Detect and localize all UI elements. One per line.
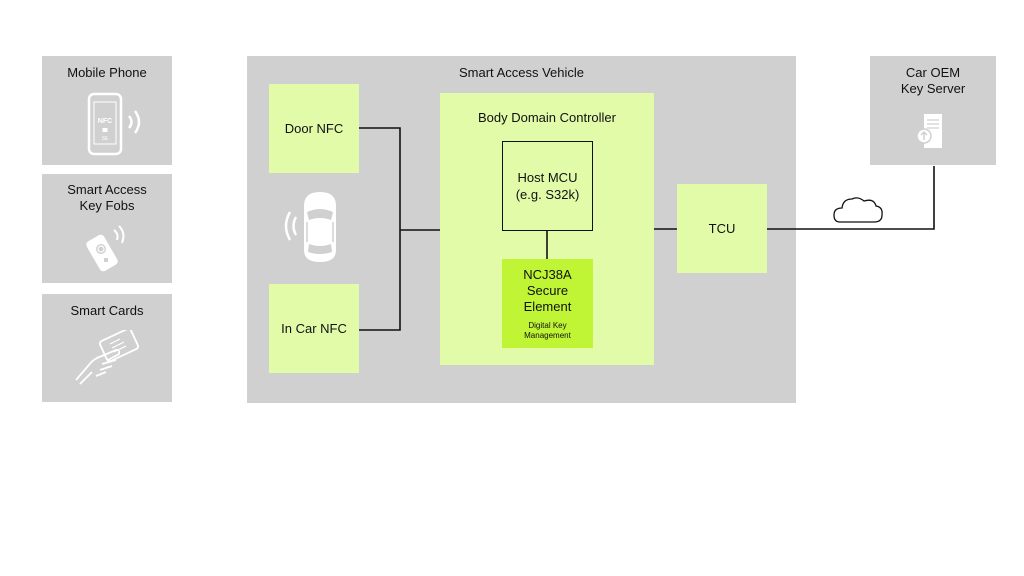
in-car-nfc-box: In Car NFC bbox=[269, 284, 359, 373]
key-server-icon bbox=[916, 114, 942, 148]
key-fobs-panel: Smart Access Key Fobs bbox=[42, 174, 172, 283]
host-mcu-label: Host MCU bbox=[517, 170, 578, 185]
key-fobs-title-line2: Key Fobs bbox=[79, 198, 135, 213]
door-nfc-label: Door NFC bbox=[284, 120, 344, 136]
se-line2: Secure bbox=[526, 282, 569, 298]
mobile-phone-panel: Mobile Phone NFC SE bbox=[42, 56, 172, 165]
key-fob-icon bbox=[86, 225, 125, 272]
svg-text:NFC: NFC bbox=[98, 118, 112, 125]
se-sub2: Management bbox=[524, 330, 571, 340]
nfc-phone-icon: NFC SE bbox=[87, 92, 141, 156]
smart-cards-title: Smart Cards bbox=[70, 303, 144, 318]
host-mcu-box: Host MCU (e.g. S32k) bbox=[502, 141, 593, 231]
vehicle-title: Smart Access Vehicle bbox=[459, 65, 584, 80]
host-mcu-example: (e.g. S32k) bbox=[515, 187, 580, 202]
smart-cards-panel: Smart Cards bbox=[42, 294, 172, 402]
tcu-label: TCU bbox=[708, 220, 736, 236]
key-server-panel: Car OEM Key Server bbox=[870, 56, 996, 165]
cloud-icon bbox=[833, 197, 883, 223]
se-sub1: Digital Key bbox=[528, 320, 567, 330]
bdc-title: Body Domain Controller bbox=[477, 110, 616, 125]
se-line1: NCJ38A bbox=[523, 266, 572, 282]
key-server-title-line2: Key Server bbox=[900, 81, 966, 96]
hand-card-icon bbox=[75, 330, 139, 385]
secure-element-box: NCJ38A Secure Element Digital Key Manage… bbox=[502, 259, 593, 348]
tcu-box: TCU bbox=[677, 184, 767, 273]
door-nfc-box: Door NFC bbox=[269, 84, 359, 173]
mobile-phone-title: Mobile Phone bbox=[67, 65, 147, 80]
car-nfc-icon bbox=[284, 192, 336, 262]
in-car-nfc-label: In Car NFC bbox=[281, 320, 347, 336]
se-line3: Element bbox=[523, 298, 572, 314]
key-server-title-line1: Car OEM bbox=[905, 65, 961, 80]
svg-text:SE: SE bbox=[102, 136, 109, 142]
key-fobs-title-line1: Smart Access bbox=[67, 182, 147, 197]
